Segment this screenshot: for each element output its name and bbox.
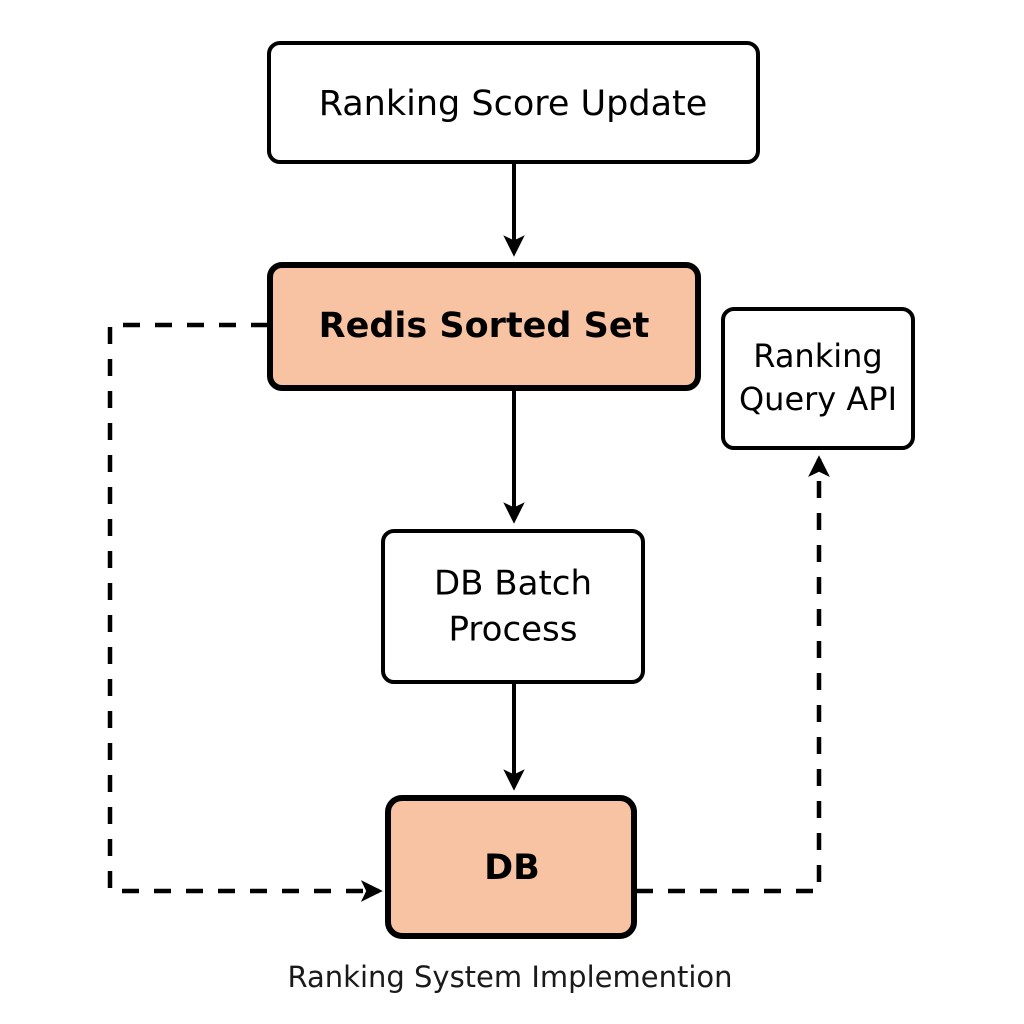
node-redis-sorted-set-label: Redis Sorted Set bbox=[319, 306, 650, 346]
node-db-label: DB bbox=[484, 848, 540, 888]
node-db[interactable]: DB bbox=[385, 795, 637, 939]
node-db-batch-process-label-line2: Process bbox=[449, 610, 578, 650]
node-ranking-score-update-shape[interactable] bbox=[267, 41, 760, 164]
node-redis-sorted-set[interactable]: Redis Sorted Set bbox=[267, 262, 701, 391]
node-ranking-score-update[interactable]: Ranking Score Update bbox=[267, 41, 760, 164]
node-db-batch-process-shape[interactable] bbox=[381, 529, 645, 684]
node-ranking-query-api-shape[interactable] bbox=[721, 307, 915, 450]
node-ranking-score-update-label: Ranking Score Update bbox=[319, 84, 708, 124]
node-ranking-query-api[interactable]: Ranking Query API bbox=[721, 307, 915, 450]
node-db-batch-process[interactable]: DB Batch Process bbox=[381, 529, 645, 684]
node-ranking-query-api-label-line1: Ranking bbox=[753, 337, 882, 375]
diagram-caption: Ranking System Implemention bbox=[287, 960, 732, 994]
node-db-batch-process-label-line1: DB Batch bbox=[434, 564, 592, 604]
node-ranking-query-api-label-line2: Query API bbox=[739, 380, 897, 418]
node-redis-sorted-set-shape[interactable] bbox=[267, 262, 701, 391]
node-db-shape[interactable] bbox=[385, 795, 637, 939]
edge-redis-to-db bbox=[107, 322, 383, 902]
edge-db-to-query-api bbox=[636, 455, 830, 894]
